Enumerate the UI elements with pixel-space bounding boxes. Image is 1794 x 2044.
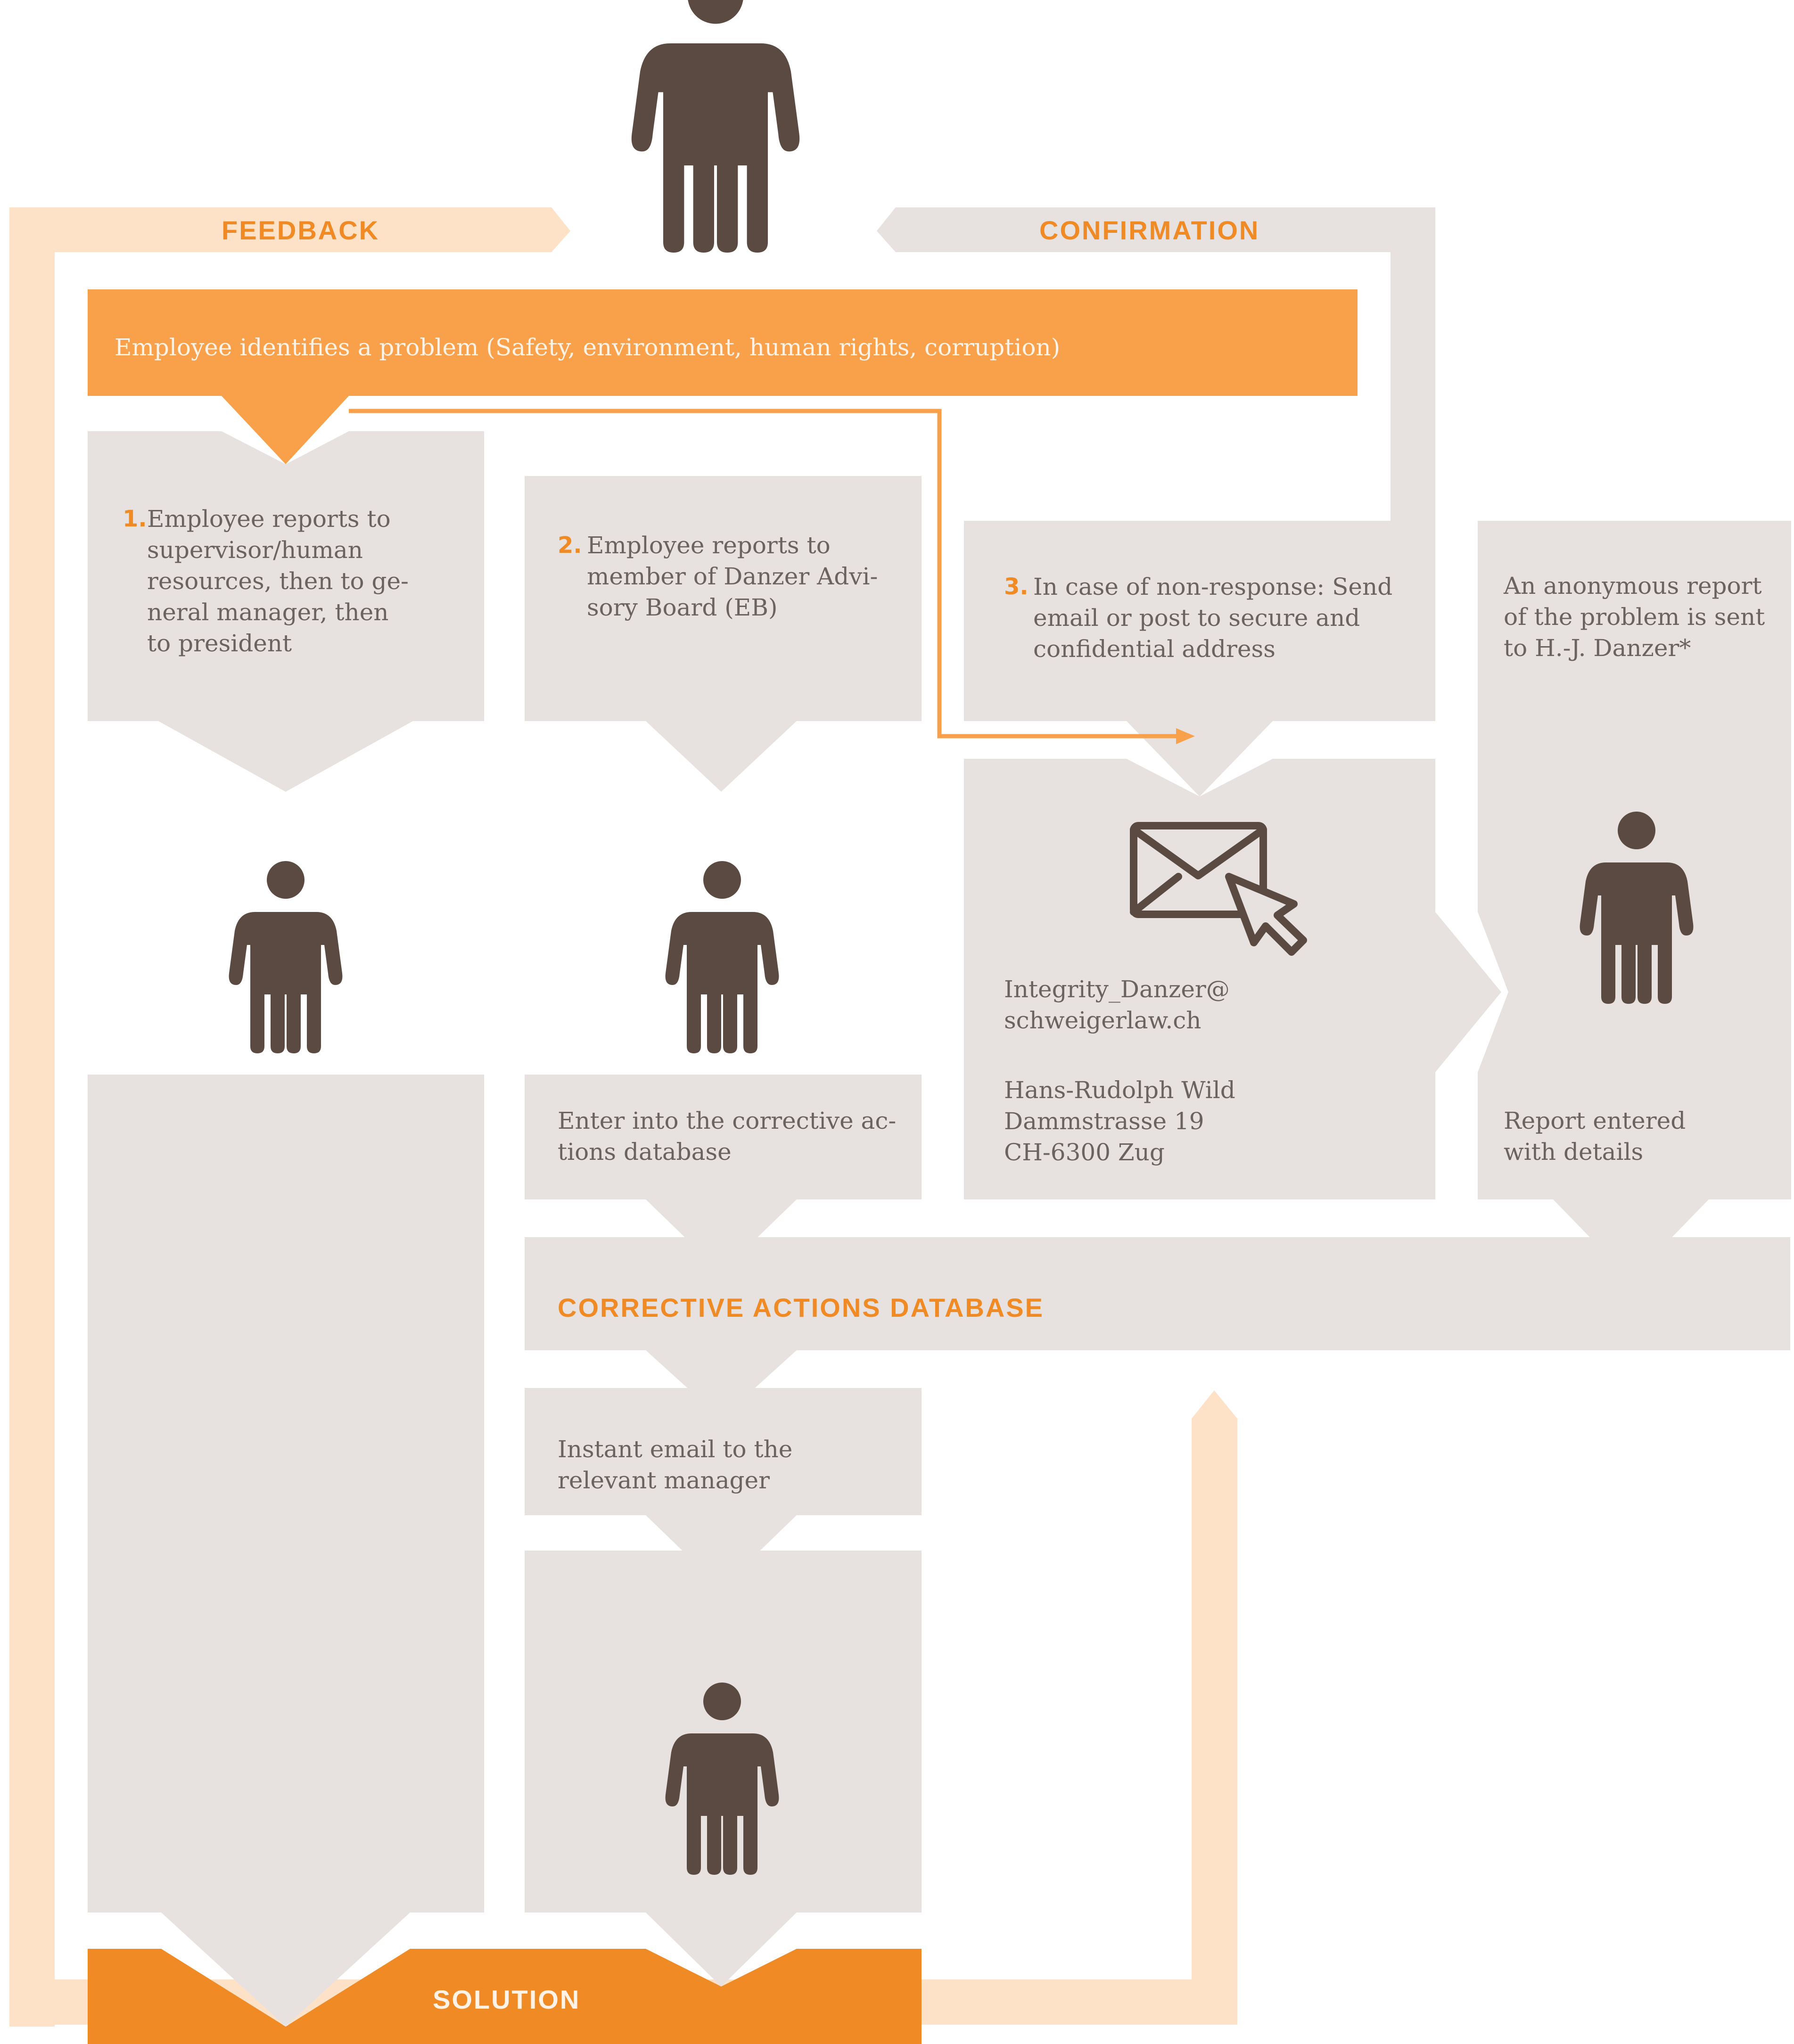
person-icon bbox=[665, 861, 779, 1053]
confirmation-loop bbox=[877, 207, 1435, 537]
channel-3-text: In case of non-response: Send email or p… bbox=[1033, 573, 1393, 663]
top-problem-bar bbox=[88, 289, 1358, 464]
channel-1-number: 1. bbox=[123, 506, 147, 532]
person-icon bbox=[631, 0, 800, 253]
problem-text: Employee identifies a problem (Safety, e… bbox=[115, 334, 1061, 361]
person-icon bbox=[229, 861, 343, 1053]
channel-4-text: An anonymous report of the problem is se… bbox=[1504, 572, 1765, 662]
database-label: CORRECTIVE ACTIONS DATABASE bbox=[558, 1293, 1044, 1322]
contact-address: Hans-Rudolph Wild Dammstrasse 19 CH-6300… bbox=[1004, 1076, 1235, 1166]
contact-email: Integrity_Danzer@ schweigerlaw.ch bbox=[1004, 976, 1230, 1034]
confirmation-label: CONFIRMATION bbox=[1039, 215, 1260, 245]
channel-2-text: Employee reports to member of Danzer Adv… bbox=[587, 532, 878, 621]
report-entered-text: Report entered with details bbox=[1504, 1107, 1686, 1166]
solution-label: SOLUTION bbox=[433, 1985, 581, 2014]
channel-3-number: 3. bbox=[1004, 574, 1029, 600]
column-3 bbox=[964, 521, 1501, 1199]
solution-bar bbox=[88, 1949, 922, 2044]
channel-2-number: 2. bbox=[558, 532, 582, 558]
non-response-arrow bbox=[349, 409, 1195, 744]
channel-1-text: Employee reports to supervisor/human res… bbox=[147, 505, 409, 657]
enter-database-text: Enter into the corrective ac- tions data… bbox=[558, 1107, 897, 1166]
instant-email-text: Instant email to the relevant manager bbox=[558, 1436, 793, 1494]
feedback-label: FEEDBACK bbox=[222, 215, 380, 245]
email-cursor-icon bbox=[1130, 822, 1307, 956]
column-1 bbox=[88, 431, 484, 2027]
